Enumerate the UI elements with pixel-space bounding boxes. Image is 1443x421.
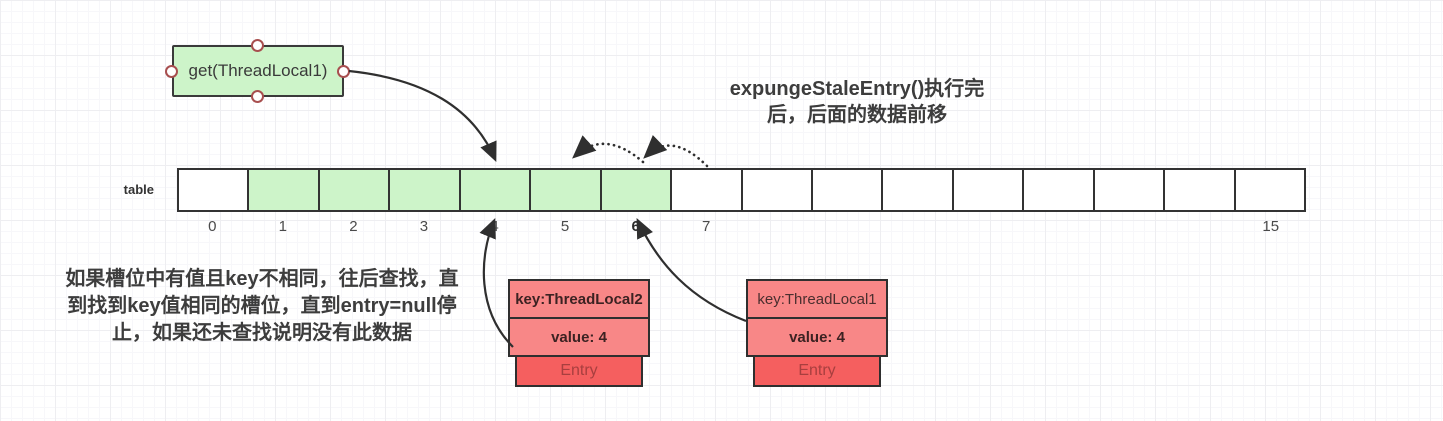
entry-kv-box: key:ThreadLocal1 value: 4 (746, 279, 888, 357)
slot-index-0: 0 (208, 218, 217, 235)
expunge-title-text[interactable]: expungeStaleEntry()执行完 后，后面的数据前移 (657, 76, 1057, 128)
table-slot-0[interactable] (179, 170, 250, 210)
slot-index-7: 7 (702, 218, 711, 235)
lookup-note-text[interactable]: 如果槽位中有值且key不相同，往后查找，直 到找到key值相同的槽位，直到ent… (42, 266, 482, 347)
note-line-2: 到找到key值相同的槽位，直到entry=null停 (67, 295, 457, 317)
table-slot-4[interactable] (460, 170, 532, 210)
entry-tag: Entry (753, 357, 881, 387)
resize-handle-top[interactable] (251, 39, 264, 52)
resize-handle-left[interactable] (165, 65, 178, 78)
table-slot-12[interactable] (1024, 170, 1095, 210)
slot-index-4: 4 (490, 218, 499, 235)
arrow-shift-slot7-to-slot6[interactable] (643, 134, 709, 168)
table-slot-1[interactable] (249, 170, 320, 210)
table-slot-8[interactable] (742, 170, 813, 210)
slot-index-11 (953, 218, 1024, 238)
slot-index-13 (1094, 218, 1165, 238)
table-array (177, 168, 1306, 212)
entry-tag: Entry (515, 357, 643, 387)
table-slot-6[interactable] (601, 170, 673, 210)
entry-node-threadlocal1[interactable]: key:ThreadLocal1 value: 4 Entry (746, 279, 888, 387)
table-slot-14[interactable] (1165, 170, 1236, 210)
table-slot-3[interactable] (390, 170, 461, 210)
arrow-shift-slot6-to-slot5[interactable] (572, 135, 645, 164)
arrow-get-to-slot4[interactable] (348, 69, 497, 163)
slot-index-5: 5 (560, 218, 570, 235)
entry-key: key:ThreadLocal2 (510, 281, 648, 319)
slot-index-10 (883, 218, 954, 238)
table-slot-9[interactable] (812, 170, 884, 210)
slot-index-14 (1165, 218, 1236, 238)
slot-index-2: 2 (349, 218, 358, 235)
table-slot-10[interactable] (883, 170, 954, 210)
get-node-label: get(ThreadLocal1) (188, 61, 328, 80)
entry-kv-box: key:ThreadLocal2 value: 4 (508, 279, 650, 357)
note-line-1: 如果槽位中有值且key不相同，往后查找，直 (65, 268, 459, 290)
title-line-1: expungeStaleEntry()执行完 (729, 78, 985, 100)
table-slot-11[interactable] (953, 170, 1025, 210)
title-line-2: 后，后面的数据前移 (767, 104, 947, 126)
table-label: table (123, 182, 154, 197)
table-slot-7[interactable] (672, 170, 743, 210)
slot-index-3: 3 (419, 218, 429, 235)
get-threadlocal1-node[interactable]: get(ThreadLocal1) (172, 45, 344, 97)
note-line-3: 止，如果还未查找说明没有此数据 (112, 322, 412, 344)
entry-value: value: 4 (789, 328, 845, 346)
table-slot-2[interactable] (319, 170, 391, 210)
resize-handle-right[interactable] (337, 65, 350, 78)
slot-index-9 (812, 218, 883, 238)
slot-index-6: 6 (631, 218, 640, 235)
entry-node-threadlocal2[interactable]: key:ThreadLocal2 value: 4 Entry (508, 279, 650, 387)
entry-value: value: 4 (551, 328, 607, 346)
entry-key: key:ThreadLocal1 (748, 281, 886, 319)
table-indices: 0 1 2 3 4 5 6 7 15 (177, 218, 1306, 238)
table-slot-15[interactable] (1235, 170, 1304, 210)
table-slot-5[interactable] (531, 170, 602, 210)
slot-index-15: 15 (1262, 218, 1280, 235)
table-slot-13[interactable] (1094, 170, 1166, 210)
slot-index-8 (742, 218, 813, 238)
slot-index-1: 1 (278, 218, 288, 235)
slot-index-12 (1024, 218, 1095, 238)
resize-handle-bottom[interactable] (251, 90, 264, 103)
